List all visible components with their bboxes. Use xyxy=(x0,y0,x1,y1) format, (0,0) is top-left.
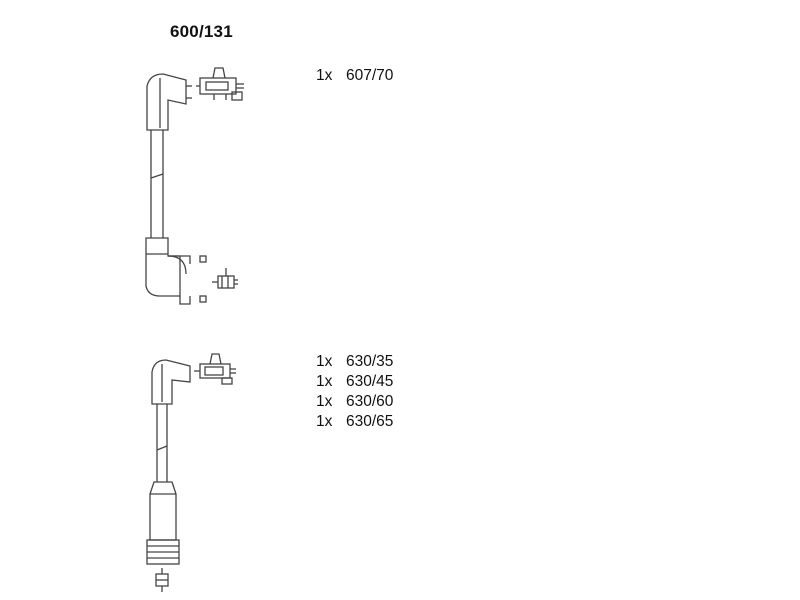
cable-2-bottom-terminal-icon xyxy=(155,568,169,592)
cable-1-top-terminal-icon xyxy=(196,67,244,101)
part-quantity: 1x xyxy=(316,373,333,390)
part-number: 630/60 xyxy=(346,393,394,410)
part-number: 630/65 xyxy=(346,413,394,430)
part-number: 630/45 xyxy=(346,373,394,390)
cable-2-ribbed-end xyxy=(146,539,180,565)
cable-1-bottom-boot xyxy=(145,237,181,297)
cable-2-top-terminal-icon xyxy=(194,353,236,385)
cable-2-drawing xyxy=(146,353,236,592)
cable-1-bottom-terminal-icon xyxy=(212,268,238,289)
cable-2-top-boot xyxy=(151,359,191,405)
parts-row: 1x 607/70 xyxy=(316,66,393,86)
cable-1-parts-list: 1x 607/70 xyxy=(316,66,393,86)
part-quantity: 1x xyxy=(316,413,333,430)
cable-2-bottom-boot xyxy=(149,481,177,541)
cable-1-top-boot xyxy=(146,73,187,131)
part-quantity: 1x xyxy=(316,353,333,370)
kit-number: 600/131 xyxy=(170,22,233,41)
parts-row: 1x 630/65 xyxy=(316,412,393,432)
parts-row: 1x 630/35 xyxy=(316,352,393,372)
part-quantity: 1x xyxy=(316,393,333,410)
part-quantity: 1x xyxy=(316,67,333,84)
cable-1-drawing xyxy=(145,67,244,305)
cable-1-bracket xyxy=(168,255,191,305)
cable-2-parts-list: 1x 630/35 1x 630/45 1x 630/60 1x 630/65 xyxy=(316,352,393,432)
part-number: 607/70 xyxy=(346,67,394,84)
parts-row: 1x 630/45 xyxy=(316,372,393,392)
parts-row: 1x 630/60 xyxy=(316,392,393,412)
part-number: 630/35 xyxy=(346,353,394,370)
